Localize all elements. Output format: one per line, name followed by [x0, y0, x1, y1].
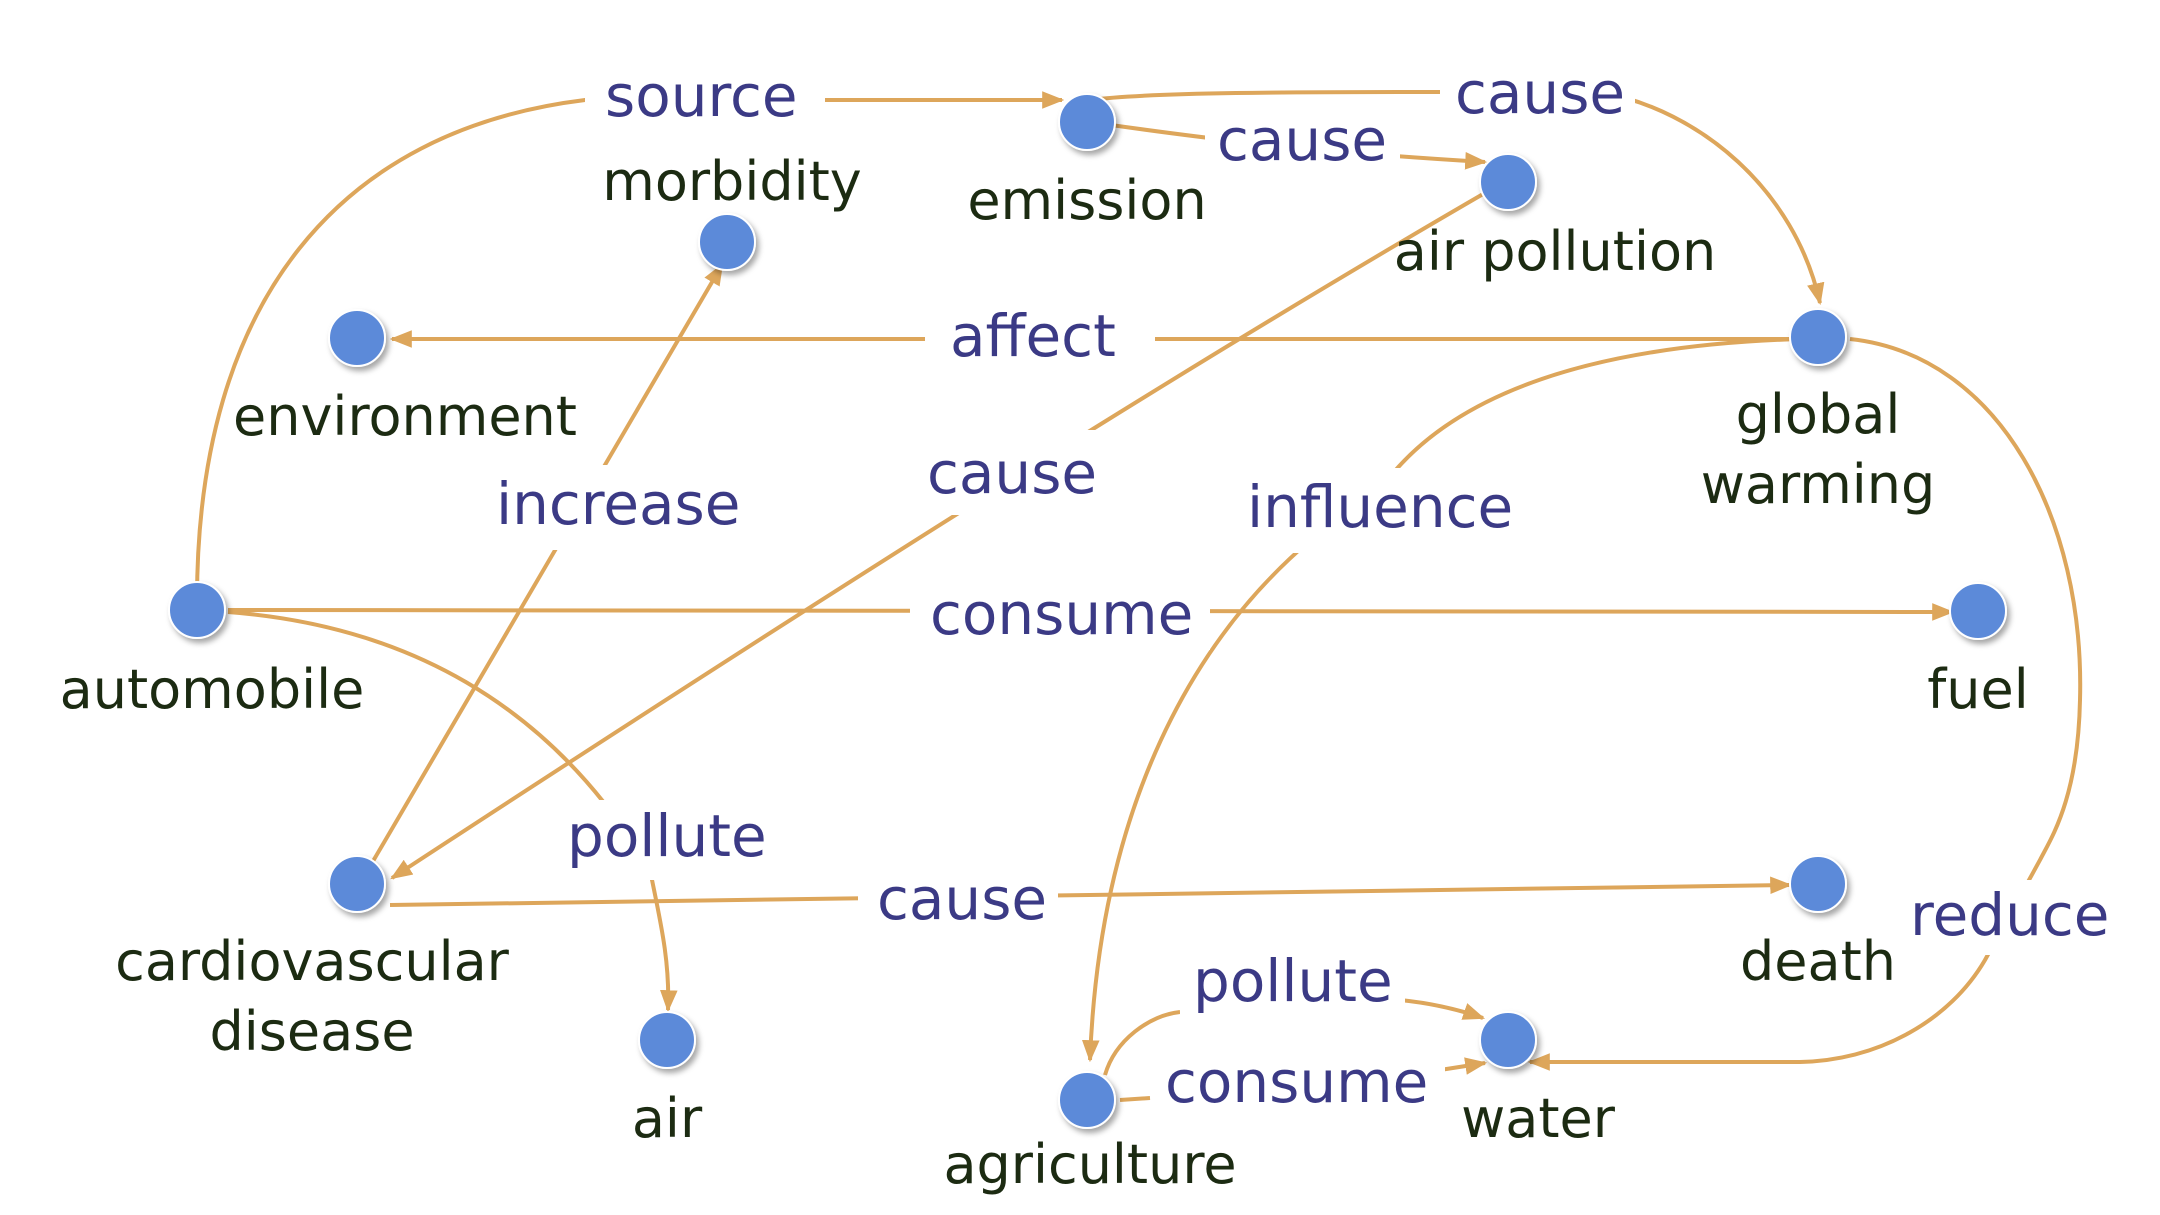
edge-label-cause-cardiovascular: cause	[927, 439, 1097, 507]
edge-labels: source cause cause affect cause increase…	[485, 56, 2130, 1116]
node-label-emission: emission	[967, 169, 1206, 232]
node-label-cardiovascular-line1: cardiovascular	[115, 930, 510, 993]
node-label-air: air	[632, 1087, 703, 1150]
edge-label-consume-water: consume	[1165, 1048, 1428, 1116]
node-label-water: water	[1461, 1087, 1616, 1150]
edge-label-influence: influence	[1247, 473, 1513, 541]
node-label-automobile: automobile	[60, 658, 365, 721]
edge-label-source: source	[605, 62, 798, 130]
edge-agriculture-pollute-water	[1103, 1000, 1483, 1076]
edge-label-consume-fuel: consume	[930, 580, 1193, 648]
node-label-global-warming-line1: global	[1736, 383, 1901, 446]
node-agriculture[interactable]	[1058, 1071, 1116, 1129]
node-cardiovascular-disease[interactable]	[328, 855, 386, 913]
edge-label-pollute-water: pollute	[1193, 947, 1393, 1015]
edge-label-reduce: reduce	[1910, 881, 2109, 949]
edge-label-increase: increase	[496, 470, 740, 538]
edge-agriculture-consume-water	[1119, 1063, 1485, 1102]
node-label-cardiovascular-line2: disease	[209, 1000, 414, 1063]
edge-automobile-source-emission	[195, 91, 1065, 601]
node-air[interactable]	[638, 1011, 696, 1069]
node-environment[interactable]	[328, 309, 386, 367]
node-emission[interactable]	[1058, 93, 1116, 151]
node-air-pollution[interactable]	[1479, 153, 1537, 211]
edge-air-pollution-cause-cardiovascular	[390, 188, 1492, 880]
node-label-environment: environment	[233, 385, 577, 448]
edge-label-cause-global-warming: cause	[1455, 59, 1625, 127]
edge-label-pollute-air: pollute	[567, 802, 767, 870]
node-morbidity[interactable]	[698, 213, 756, 271]
edge-cardiovascular-increase-morbidity	[360, 263, 724, 882]
edges	[195, 90, 2083, 1102]
node-death[interactable]	[1789, 855, 1847, 913]
edge-label-affect: affect	[950, 302, 1116, 370]
node-label-global-warming-line2: warming	[1701, 453, 1936, 516]
edge-label-cause-death: cause	[877, 865, 1047, 933]
node-global-warming[interactable]	[1789, 308, 1847, 366]
node-labels: automobile emission morbidity air pollut…	[60, 150, 2029, 1196]
node-label-death: death	[1740, 930, 1896, 993]
node-label-agriculture: agriculture	[943, 1133, 1236, 1196]
edge-cardiovascular-cause-death	[389, 876, 1793, 907]
nodes	[168, 93, 2007, 1129]
node-automobile[interactable]	[168, 581, 226, 639]
node-label-fuel: fuel	[1927, 658, 2028, 721]
node-label-morbidity: morbidity	[602, 150, 862, 213]
edge-label-cause-air-pollution: cause	[1217, 106, 1387, 174]
edge-global-warming-reduce-water	[1527, 337, 2083, 1071]
node-water[interactable]	[1479, 1011, 1537, 1069]
edge-automobile-pollute-air	[227, 610, 678, 1013]
node-label-air-pollution: air pollution	[1394, 220, 1716, 283]
node-fuel[interactable]	[1949, 582, 2007, 640]
